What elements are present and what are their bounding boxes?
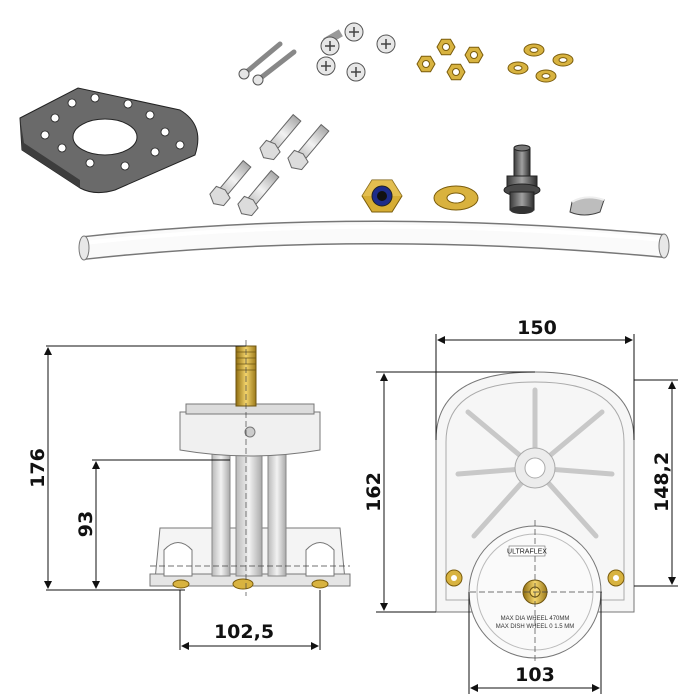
brand-label: ULTRAFLEX	[507, 549, 547, 556]
nut-icon	[416, 38, 484, 81]
dim-front-hub-width: 103	[515, 664, 555, 686]
dim-front-height-right: 148,2	[651, 452, 673, 512]
dimension-lines-side	[44, 345, 321, 650]
dimension-lines-front	[376, 334, 678, 694]
washer-icon	[507, 43, 574, 83]
dim-front-width: 150	[517, 317, 557, 339]
screw-icon	[238, 41, 297, 86]
nut-icon	[361, 179, 403, 213]
washer-icon	[433, 185, 479, 211]
plate-note-1: MAX DIA WHEEL 470MM	[501, 616, 570, 622]
bolt-icon	[316, 22, 396, 82]
helm-front-view	[435, 371, 635, 664]
dim-side-base-width: 102,5	[214, 621, 274, 643]
tube-icon	[78, 220, 670, 261]
shaft-icon	[503, 144, 541, 214]
bolt-icon	[209, 113, 330, 217]
dim-front-height-total: 162	[363, 472, 385, 512]
mounting-plate	[19, 87, 199, 194]
dim-side-height-total: 176	[27, 448, 49, 488]
key-icon	[569, 196, 605, 216]
plate-note-2: MAX DISH WHEEL 0 1.5 MM	[496, 624, 574, 630]
brand-label-box	[508, 545, 546, 557]
dim-side-height-mount: 93	[75, 511, 97, 537]
helm-side-view	[149, 340, 351, 596]
